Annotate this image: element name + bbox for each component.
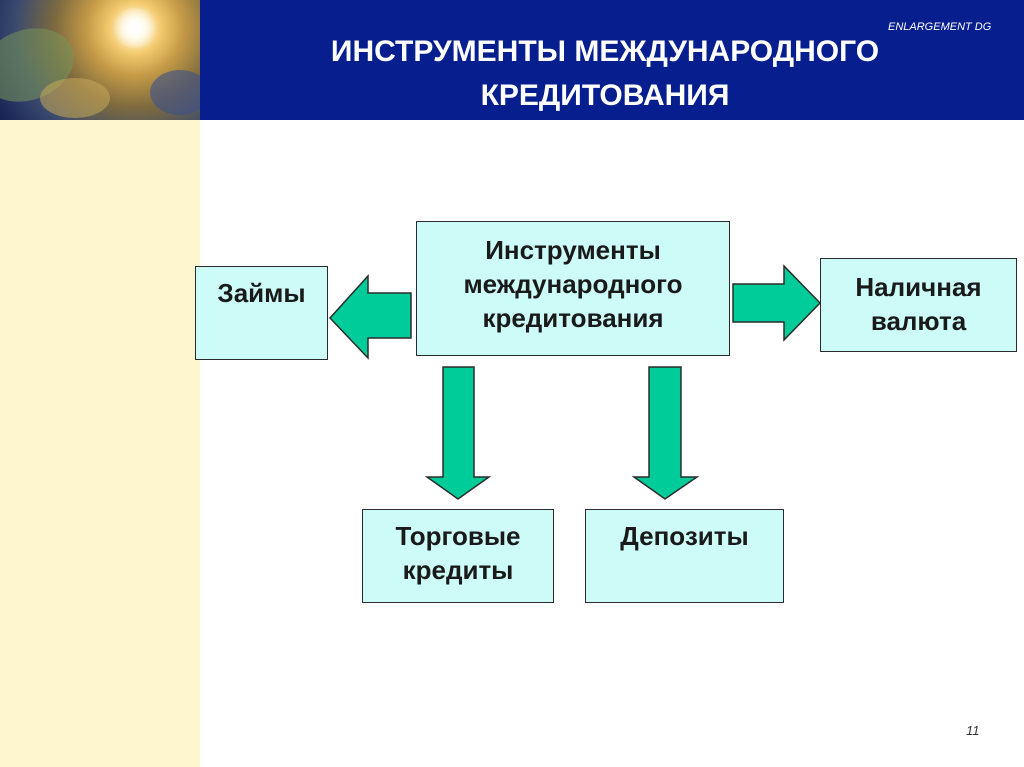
- center-box: Инструменты международного кредитования: [416, 221, 730, 356]
- cash-box-line-2: валюта: [870, 306, 967, 336]
- arrow-right: [732, 264, 822, 342]
- deposits-box: Депозиты: [585, 509, 784, 603]
- arrow-left: [328, 274, 412, 360]
- loans-box: Займы: [195, 266, 328, 360]
- center-box-line-1: Инструменты: [485, 235, 661, 265]
- trade-credits-line-2: кредиты: [402, 555, 514, 585]
- arrow-down-right: [631, 366, 700, 500]
- slide-title-line-2: КРЕДИТОВАНИЯ: [480, 79, 730, 112]
- loans-box-label: Займы: [217, 278, 306, 308]
- center-box-line-2: международного: [463, 269, 683, 299]
- globe-image: [0, 0, 200, 120]
- cash-box-line-1: Наличная: [855, 272, 982, 302]
- center-box-line-3: кредитования: [482, 303, 664, 333]
- page-number: 11: [966, 723, 980, 738]
- cash-box: Наличная валюта: [820, 258, 1017, 352]
- header-bar: [200, 0, 1024, 120]
- side-panel: [0, 120, 200, 767]
- trade-credits-line-1: Торговые: [395, 521, 521, 551]
- trade-credits-box: Торговые кредиты: [362, 509, 554, 603]
- arrow-down-left: [424, 366, 492, 500]
- slide-title-line-1: ИНСТРУМЕНТЫ МЕЖДУНАРОДНОГО: [330, 35, 880, 68]
- brand-label: ENLARGEMENT DG: [888, 21, 992, 33]
- deposits-box-label: Депозиты: [620, 521, 749, 551]
- slide-title: ИНСТРУМЕНТЫ МЕЖДУНАРОДНОГО КРЕДИТОВАНИЯ: [255, 30, 955, 118]
